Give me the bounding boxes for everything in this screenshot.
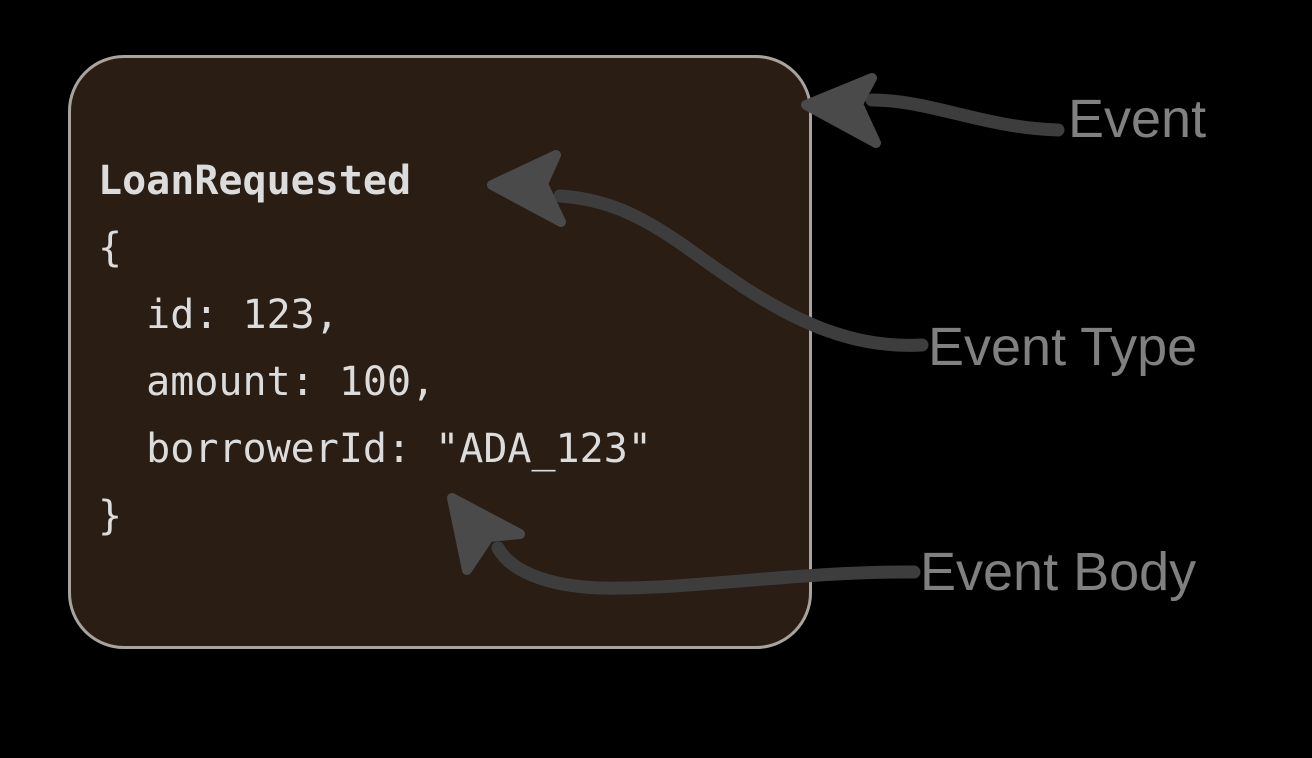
annotation-label-event-body: Event Body (920, 542, 1197, 602)
annotation-label-event-type: Event Type (928, 317, 1198, 377)
annotation-label-event: Event (1068, 89, 1207, 149)
event-arrow (801, 73, 1065, 148)
event-code-block: LoanRequested { id: 123, amount: 100, bor… (98, 148, 652, 550)
event-body-open-brace: { (98, 225, 123, 271)
event-type-text: LoanRequested (98, 158, 412, 204)
event-body-field-id: id: 123, (98, 292, 339, 338)
event-card: LoanRequested { id: 123, amount: 100, bor… (68, 55, 812, 649)
event-body-field-amount: amount: 100, (98, 359, 436, 405)
event-body-close-brace: } (98, 493, 123, 539)
event-body-field-borrowerid: borrowerId: "ADA_123" (98, 426, 652, 472)
